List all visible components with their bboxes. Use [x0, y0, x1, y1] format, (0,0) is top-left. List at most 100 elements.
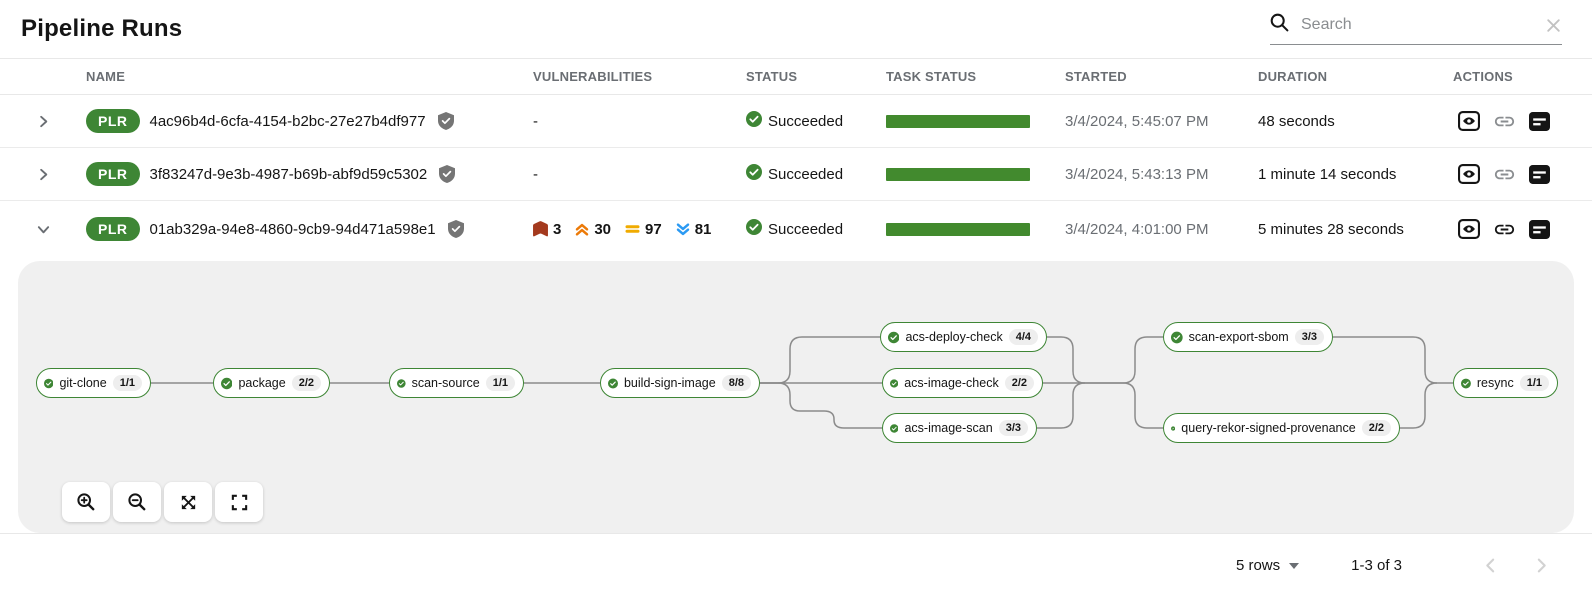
page-header: Pipeline Runs: [0, 0, 1592, 58]
medium-count: 97: [645, 220, 662, 238]
pipelinerun-row[interactable]: PLR 4ac96b4d-6cfa-4154-b2bc-27e27b4df977…: [0, 95, 1592, 148]
pipelinerun-name[interactable]: 4ac96b4d-6cfa-4154-b2bc-27e27b4df977: [149, 112, 426, 130]
pipelinerun-name[interactable]: 3f83247d-9e3b-4987-b69b-abf9d59c5302: [149, 165, 428, 183]
column-header-status: STATUS: [746, 69, 798, 84]
expand-toggle[interactable]: [30, 108, 57, 135]
zoom-out-button[interactable]: [113, 482, 161, 522]
column-header-actions: ACTIONS: [1453, 69, 1513, 84]
task-label: scan-export-sbom: [1188, 330, 1289, 344]
success-icon: [608, 378, 618, 388]
view-output-button[interactable]: [1458, 111, 1480, 131]
task-count-badge: 1/1: [1519, 375, 1549, 391]
eye-icon: [1458, 219, 1480, 239]
task-node-resync[interactable]: resync 1/1: [1453, 368, 1558, 398]
logs-icon: [1529, 164, 1550, 184]
critical-vulnerabilities: 3: [533, 221, 561, 238]
success-icon: [888, 331, 900, 343]
task-node-scan-source[interactable]: scan-source 1/1: [389, 368, 524, 398]
duration-cell: 48 seconds: [1258, 112, 1335, 130]
reset-view-button[interactable]: [215, 482, 263, 522]
link-button[interactable]: [1493, 110, 1516, 133]
task-count-badge: 1/1: [485, 375, 515, 391]
expand-toggle[interactable]: [30, 161, 57, 188]
task-count-badge: 3/3: [1294, 329, 1324, 345]
zoom-in-icon: [77, 493, 95, 511]
view-output-button[interactable]: [1458, 164, 1480, 184]
column-header-name: NAME: [86, 69, 126, 84]
success-icon: [746, 219, 762, 239]
signed-shield-icon: [447, 220, 464, 238]
started-cell: 3/4/2024, 4:01:00 PM: [1065, 220, 1209, 238]
duration-cell: 1 minute 14 seconds: [1258, 165, 1397, 183]
plr-badge: PLR: [86, 109, 140, 133]
fullscreen-icon: [231, 494, 247, 510]
success-icon: [890, 378, 899, 388]
clear-search-icon[interactable]: [1545, 17, 1562, 34]
chevron-left-icon: [1486, 558, 1495, 573]
task-label: query-rekor-signed-provenance: [1181, 421, 1356, 435]
status-label: Succeeded: [768, 112, 844, 130]
search-icon: [1270, 13, 1289, 37]
task-node-acs-deploy-check[interactable]: acs-deploy-check 4/4: [880, 322, 1047, 352]
graph-controls: [62, 482, 263, 522]
next-page-button[interactable]: [1529, 553, 1554, 578]
status-cell: Succeeded: [746, 111, 886, 131]
column-header-task-status: TASK STATUS: [886, 69, 977, 84]
column-header-duration: DURATION: [1258, 69, 1328, 84]
duration-cell: 5 minutes 28 seconds: [1258, 220, 1404, 238]
logs-button[interactable]: [1529, 164, 1550, 184]
status-label: Succeeded: [768, 165, 844, 183]
task-label: acs-image-check: [904, 376, 999, 390]
search-box[interactable]: [1270, 13, 1562, 45]
pipelinerun-name[interactable]: 01ab329a-94e8-4860-9cb9-94d471a598e1: [149, 220, 436, 238]
signed-shield-icon: [439, 165, 456, 183]
success-icon: [1171, 331, 1183, 343]
vulnerabilities-cell: 3 30 97 81: [533, 221, 746, 238]
pagination-range: 1-3 of 3: [1351, 557, 1402, 574]
task-count-badge: 2/2: [1004, 375, 1034, 391]
caret-down-icon: [1289, 562, 1300, 569]
task-node-query-rekor-signed-provenance[interactable]: query-rekor-signed-provenance 2/2: [1163, 413, 1400, 443]
task-label: git-clone: [59, 376, 107, 390]
chevron-down-icon: [37, 225, 49, 233]
low-count: 81: [694, 220, 712, 238]
zoom-in-button[interactable]: [62, 482, 110, 522]
high-vulnerabilities: 30: [575, 221, 611, 238]
rows-per-page-dropdown[interactable]: 5 rows: [1236, 557, 1300, 574]
task-node-git-clone[interactable]: git-clone 1/1: [36, 368, 151, 398]
search-input[interactable]: [1301, 16, 1533, 34]
success-icon: [397, 378, 406, 388]
task-count-badge: 2/2: [1361, 420, 1391, 436]
task-node-acs-image-scan[interactable]: acs-image-scan 3/3: [882, 413, 1037, 443]
pipelinerun-row[interactable]: PLR 01ab329a-94e8-4860-9cb9-94d471a598e1…: [0, 201, 1592, 257]
task-count-badge: 8/8: [721, 375, 751, 391]
chevron-right-icon: [39, 115, 47, 127]
eye-icon: [1458, 111, 1480, 131]
link-icon: [1494, 169, 1515, 179]
collapse-toggle[interactable]: [30, 216, 57, 243]
status-cell: Succeeded: [746, 219, 886, 239]
vulnerabilities-cell: -: [533, 112, 538, 130]
task-node-build-sign-image[interactable]: build-sign-image 8/8: [600, 368, 760, 398]
high-severity-icon: [576, 223, 589, 236]
success-icon: [1171, 425, 1176, 431]
prev-page-button[interactable]: [1478, 553, 1503, 578]
logs-button[interactable]: [1529, 219, 1550, 239]
task-node-package[interactable]: package 2/2: [213, 368, 330, 398]
pipeline-graph-panel[interactable]: git-clone 1/1 package 2/2 scan-source 1/…: [18, 261, 1574, 533]
fit-to-screen-button[interactable]: [164, 482, 212, 522]
link-button[interactable]: [1493, 163, 1516, 186]
link-button[interactable]: [1493, 218, 1516, 241]
medium-vulnerabilities: 97: [625, 221, 662, 238]
success-icon: [890, 423, 899, 433]
page-title: Pipeline Runs: [21, 15, 183, 42]
pipelinerun-row[interactable]: PLR 3f83247d-9e3b-4987-b69b-abf9d59c5302…: [0, 148, 1592, 201]
plr-badge: PLR: [86, 217, 140, 241]
expand-arrows-icon: [181, 495, 195, 509]
view-output-button[interactable]: [1458, 219, 1480, 239]
logs-button[interactable]: [1529, 111, 1550, 131]
task-node-scan-export-sbom[interactable]: scan-export-sbom 3/3: [1163, 322, 1333, 352]
task-node-acs-image-check[interactable]: acs-image-check 2/2: [882, 368, 1043, 398]
pagination-footer: 5 rows 1-3 of 3: [0, 534, 1592, 597]
table-bottom-border: [0, 533, 1592, 534]
